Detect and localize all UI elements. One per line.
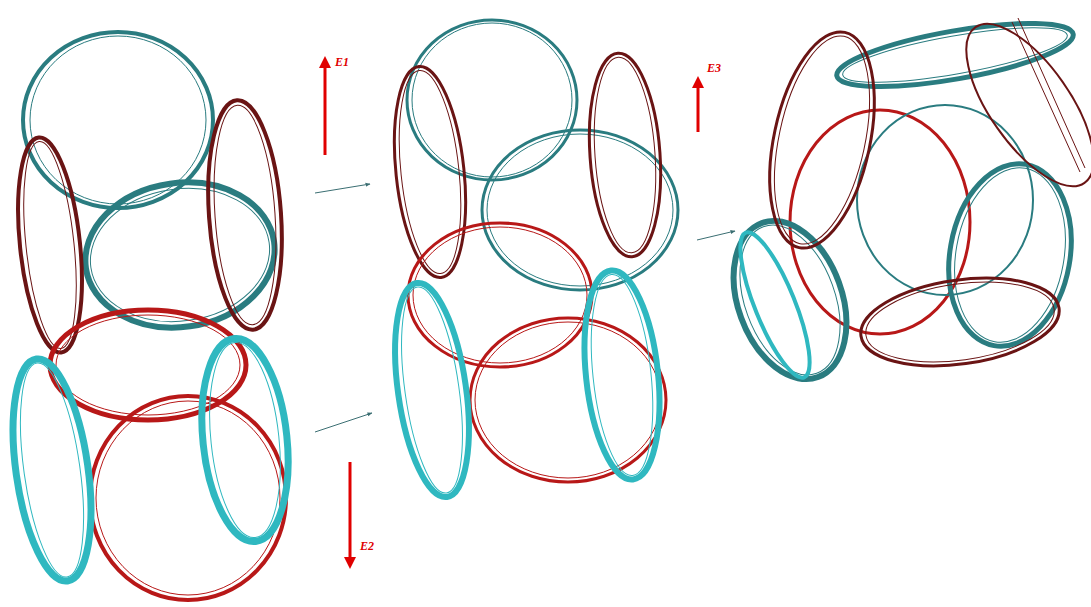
transition-arrow [697,231,735,240]
transition-arrow [315,184,370,193]
ring-cluster-middle [383,20,678,502]
ring-cluster-left [1,32,298,600]
transition-arrow [315,413,372,432]
ring-cluster-right [713,4,1091,395]
field-arrow [697,82,700,132]
field-label: E2 [360,540,374,553]
field-label: E1 [335,56,349,69]
field-arrow [349,462,352,563]
field-label: E3 [707,62,721,75]
field-arrow [324,62,327,155]
